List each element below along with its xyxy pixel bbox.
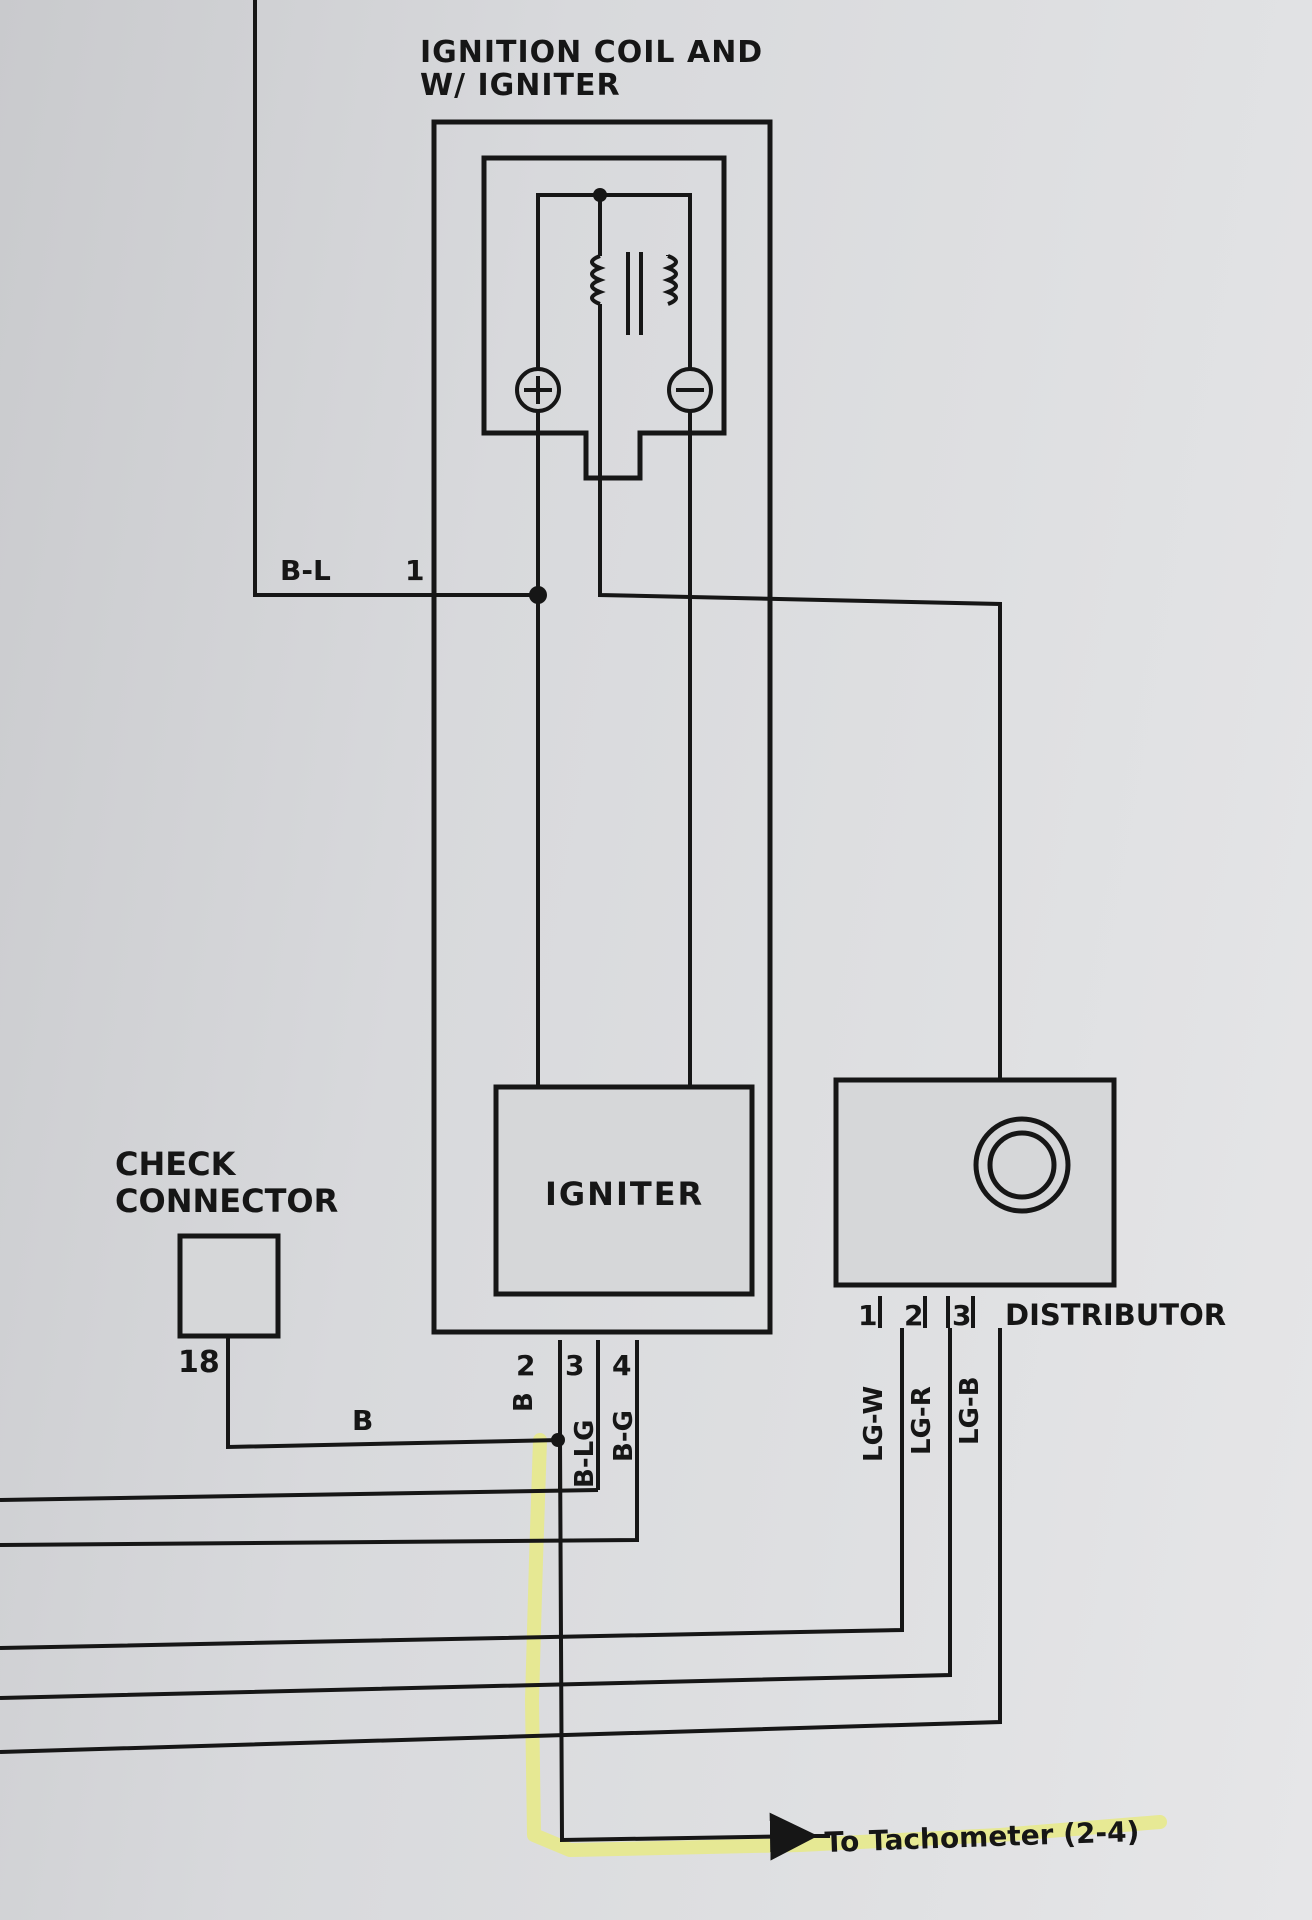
pin-label-igniter-3: 3 (565, 1349, 584, 1382)
check-connector-label-line2: CONNECTOR (115, 1182, 338, 1220)
wire-label-lg-w: LG-W (859, 1386, 889, 1462)
wire-lg-r (0, 1328, 952, 1700)
coil-label-line1: IGNITION COIL AND (420, 35, 763, 70)
check-connector-pin-18: 18 (178, 1345, 220, 1380)
pin-label-dist-1: 1 (858, 1299, 877, 1332)
tachometer-highlight (525, 1433, 1167, 1857)
wire-label-b-pin2: B (509, 1392, 539, 1412)
distributor-connector-pins (878, 1296, 975, 1328)
distributor-label: DISTRIBUTOR (1005, 1298, 1226, 1332)
plus-terminal-icon (515, 367, 561, 413)
check-connector-box (177, 1233, 281, 1339)
wire-label-lg-b: LG-B (955, 1376, 985, 1445)
coil-inner-box (481, 155, 727, 481)
pin-label-coil-1: 1 (405, 554, 424, 587)
pin-label-dist-2: 2 (904, 1299, 923, 1332)
wire-lg-b (0, 1328, 1002, 1754)
pin-label-dist-3: 3 (952, 1299, 971, 1332)
wire-coil-to-distributor (598, 478, 1002, 1080)
coil-windings (536, 188, 692, 478)
wire-b-g (0, 1490, 639, 1547)
junction-dot-pin1 (529, 586, 547, 604)
wire-b-l (253, 0, 538, 597)
wire-lg-w (0, 1328, 904, 1650)
distributor-cap-icon (973, 1116, 1071, 1214)
igniter-label: IGNITER (545, 1175, 704, 1213)
minus-terminal-icon (667, 367, 713, 413)
pin-label-igniter-2: 2 (516, 1349, 535, 1382)
to-tachometer-label: To Tachometer (2-4) (824, 1815, 1140, 1859)
ignition-coil-outer-frame (431, 119, 773, 1335)
pin-label-igniter-4: 4 (612, 1349, 631, 1382)
coil-label-line2: W/ IGNITER (420, 68, 621, 103)
wire-label-b-g: B-G (609, 1410, 639, 1462)
check-connector-label-line1: CHECK (115, 1145, 237, 1183)
wire-label-b-check: B (352, 1404, 373, 1437)
distributor-box (833, 1077, 1117, 1288)
junction-dot-pin2 (551, 1433, 565, 1447)
wire-label-lg-r: LG-R (907, 1386, 937, 1455)
wire-label-b-lg: B-LG (570, 1419, 600, 1488)
wire-to-tachometer (558, 1439, 818, 1861)
wire-b-lg (0, 1488, 599, 1502)
wire-label-b-l: B-L (280, 554, 331, 587)
igniter-box (493, 1084, 755, 1297)
wire-b-check-connector (226, 1336, 561, 1450)
